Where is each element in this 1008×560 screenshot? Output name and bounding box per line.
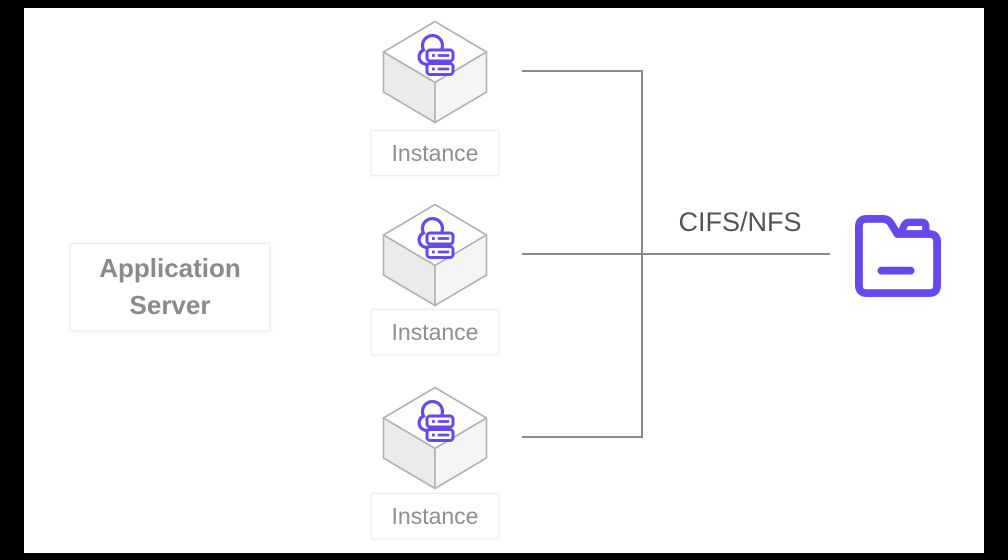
instance-node-2 — [382, 203, 488, 307]
application-server-label: Application Server — [99, 253, 241, 320]
instance-node-1 — [382, 20, 488, 124]
application-server-node: Application Server — [70, 243, 270, 331]
cloud-server-icon — [382, 386, 488, 490]
cloud-server-icon — [382, 20, 488, 124]
connector-line-instance-2-to-storage — [522, 253, 830, 255]
instance-label-text: Instance — [391, 139, 479, 166]
instance-node-3 — [382, 386, 488, 490]
instance-label-2: Instance — [371, 309, 499, 355]
instance-label-text: Instance — [391, 318, 479, 345]
instance-label-3: Instance — [371, 493, 499, 539]
connector-line-instance-1 — [522, 70, 642, 72]
instance-label-1: Instance — [371, 130, 499, 176]
protocol-label: CIFS/NFS — [678, 207, 802, 237]
folder-icon — [854, 214, 942, 298]
connector-line-instance-3 — [522, 436, 642, 438]
instance-label-text: Instance — [391, 502, 479, 529]
cloud-server-icon — [382, 203, 488, 307]
connector-trunk-line — [641, 70, 643, 438]
